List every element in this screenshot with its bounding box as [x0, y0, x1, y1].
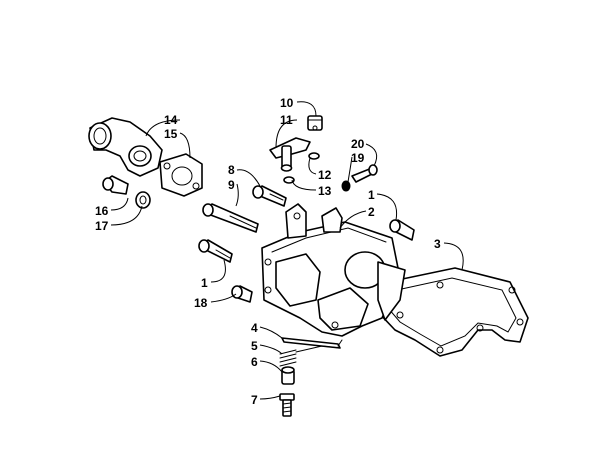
part-outlet-elbow[interactable]: [88, 117, 163, 177]
callout-4: 4: [251, 321, 258, 335]
callout-12: 12: [318, 168, 332, 182]
part-nut-19[interactable]: [341, 180, 351, 192]
callout-14: 14: [164, 113, 178, 127]
callout-13: 13: [318, 184, 332, 198]
part-bolt-1-left[interactable]: [198, 239, 233, 263]
callout-8: 8: [228, 163, 235, 177]
part-bracket-11[interactable]: [269, 137, 311, 172]
callout-3: 3: [434, 237, 441, 251]
callout-9: 9: [228, 178, 235, 192]
part-screw-16[interactable]: [102, 175, 129, 195]
callout-7: 7: [251, 393, 258, 407]
part-plug-18[interactable]: [231, 285, 253, 303]
callout-1-left: 1: [201, 276, 208, 290]
part-screw-20[interactable]: [351, 164, 378, 183]
callout-2: 2: [368, 205, 375, 219]
callout-10: 10: [280, 96, 294, 110]
part-spring-5[interactable]: [279, 345, 341, 367]
part-bolt-8[interactable]: [252, 185, 287, 207]
part-gasket[interactable]: [377, 267, 529, 357]
callout-19: 19: [351, 151, 365, 165]
callout-20: 20: [351, 137, 365, 151]
callout-labels: 14 15 16 17 8 9 10 11 12 13 20 19 1 2 3 …: [95, 96, 441, 407]
callout-17: 17: [95, 219, 109, 233]
callout-18: 18: [194, 296, 208, 310]
callout-16: 16: [95, 204, 109, 218]
part-elbow-gasket[interactable]: [159, 153, 203, 197]
part-bushing-6[interactable]: [281, 366, 295, 385]
part-bolt-9[interactable]: [202, 203, 259, 233]
part-oring-12[interactable]: [308, 152, 320, 160]
callout-1-right: 1: [368, 188, 375, 202]
part-screw-7[interactable]: [279, 393, 295, 417]
callout-5: 5: [251, 339, 258, 353]
part-sensor-10[interactable]: [307, 115, 323, 131]
part-housing[interactable]: [261, 203, 406, 337]
callout-11: 11: [280, 113, 293, 127]
part-washer-17[interactable]: [135, 191, 151, 209]
part-oring-13[interactable]: [283, 176, 295, 184]
callout-6: 6: [251, 355, 258, 369]
part-rod-4[interactable]: [281, 337, 343, 349]
part-bolt-1-right[interactable]: [389, 219, 415, 241]
callout-15: 15: [164, 127, 178, 141]
leader-lines: [110, 101, 464, 400]
